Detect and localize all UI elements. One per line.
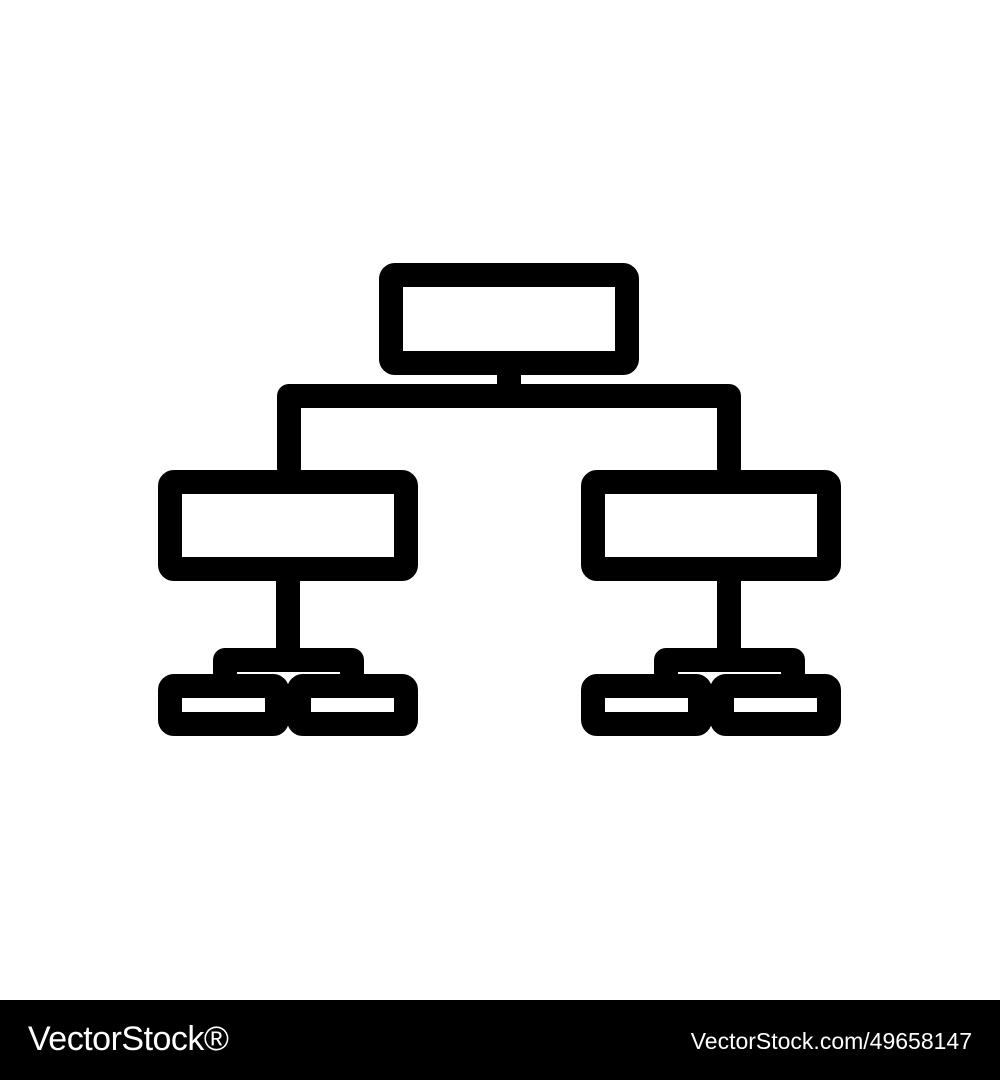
right-node-box: [581, 470, 841, 581]
right-sub-bridge: [654, 648, 805, 698]
org-chart-icon: [158, 263, 841, 736]
top-node-box: [379, 263, 639, 375]
branch-connector: [277, 384, 741, 480]
brand-logo-text: VectorStock®: [28, 1020, 229, 1058]
right-leaf-box-2: [710, 674, 841, 736]
watermark-footer: VectorStock® VectorStock.com/49658147: [0, 1000, 1000, 1080]
image-id-text: VectorStock.com/49658147: [690, 1028, 972, 1054]
left-node-box: [158, 470, 418, 581]
left-leaf-box-2: [287, 674, 418, 736]
right-leaf-box-1: [581, 674, 712, 736]
left-sub-bridge: [213, 648, 364, 698]
left-leaf-box-1: [158, 674, 289, 736]
hierarchy-structure-icon: [158, 263, 841, 736]
